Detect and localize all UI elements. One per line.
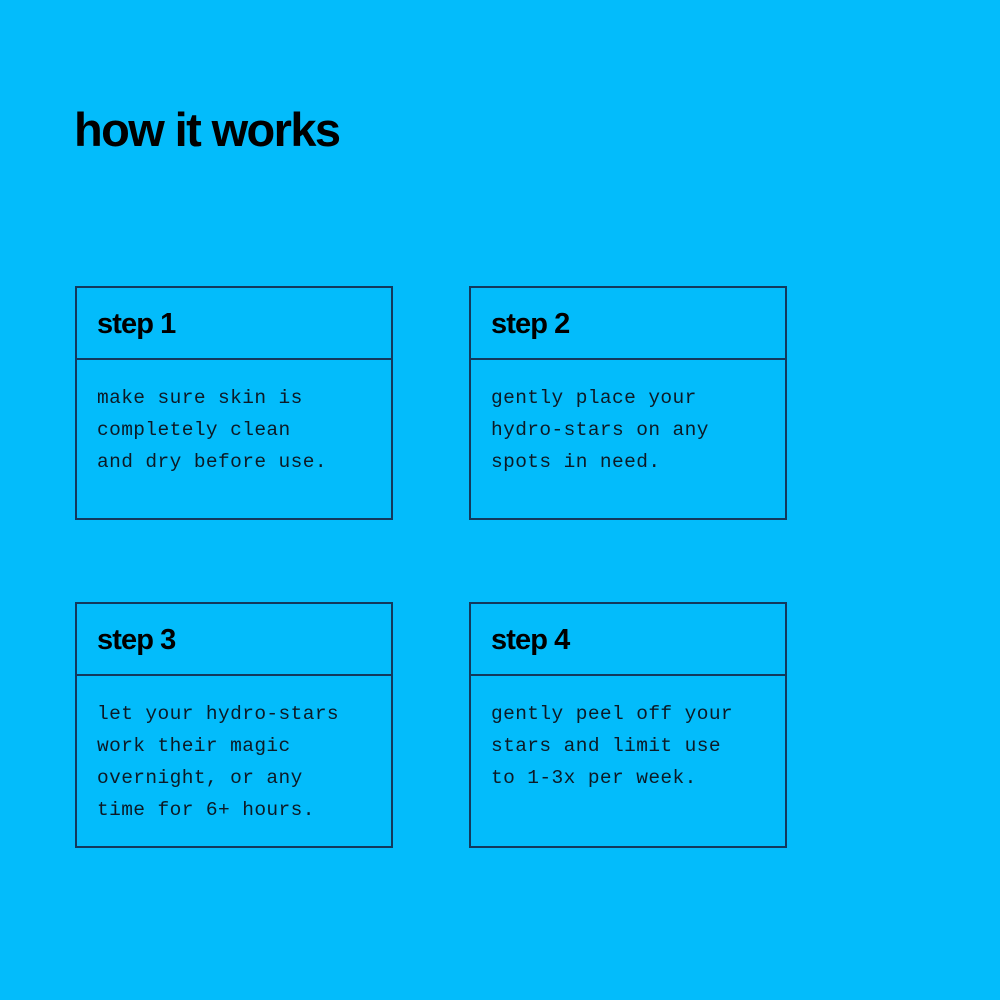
step-card-1-title: step 1 [97, 308, 176, 340]
step-card-2-text: gently place your hydro-stars on any spo… [491, 387, 709, 473]
step-card-1-text: make sure skin is completely clean and d… [97, 387, 327, 473]
step-card-2-body: gently place your hydro-stars on any spo… [471, 360, 785, 518]
step-card-4-text: gently peel off your stars and limit use… [491, 703, 734, 789]
step-card-2-title: step 2 [491, 308, 570, 340]
step-card-3-body: let your hydro-stars work their magic ov… [77, 676, 391, 846]
step-card-2-header: step 2 [471, 288, 785, 360]
step-card-3: step 3 let your hydro-stars work their m… [75, 602, 393, 848]
step-card-4-header: step 4 [471, 604, 785, 676]
page-title: how it works [74, 103, 341, 156]
step-card-4-body: gently peel off your stars and limit use… [471, 676, 785, 846]
step-card-1-header: step 1 [77, 288, 391, 360]
step-card-1-body: make sure skin is completely clean and d… [77, 360, 391, 518]
step-card-3-header: step 3 [77, 604, 391, 676]
step-card-4: step 4 gently peel off your stars and li… [469, 602, 787, 848]
step-card-3-text: let your hydro-stars work their magic ov… [97, 703, 340, 821]
step-card-4-title: step 4 [491, 624, 570, 656]
step-card-3-title: step 3 [97, 624, 176, 656]
steps-grid: step 1 make sure skin is completely clea… [75, 286, 787, 848]
step-card-1: step 1 make sure skin is completely clea… [75, 286, 393, 520]
step-card-2: step 2 gently place your hydro-stars on … [469, 286, 787, 520]
